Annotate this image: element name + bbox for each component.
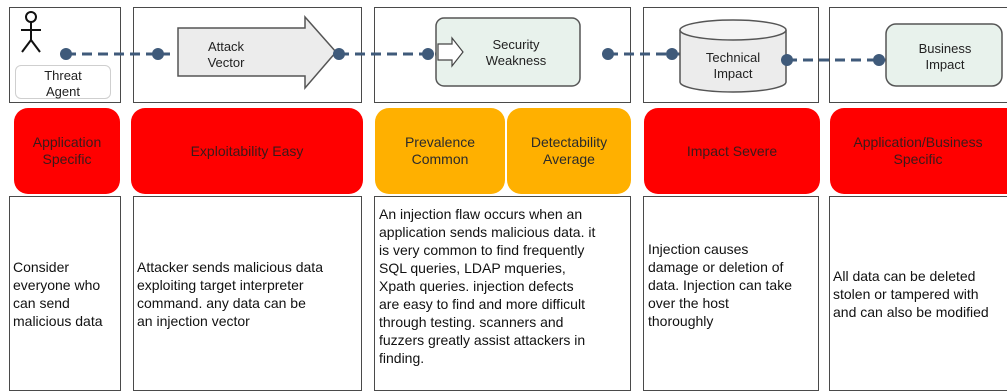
connector-dot — [873, 54, 885, 66]
arrow-shape-icon — [177, 15, 337, 91]
threat-agent-description-text: Consider everyone who can send malicious… — [13, 258, 103, 329]
threat-agent-description: Consider everyone who can send malicious… — [11, 197, 121, 390]
business-box-icon — [885, 23, 1003, 87]
technical-impact-description-text: Injection causes damage or deletion of d… — [648, 241, 792, 329]
rating-detectability-text: Detectability Average — [530, 134, 608, 167]
flow-graphic — [21, 11, 1003, 93]
rating-impact-text: Impact Severe — [686, 142, 778, 159]
rating-exploitability: Exploitability Easy — [131, 108, 363, 194]
threat-agent-label-box — [15, 65, 111, 99]
security-weakness-label: Security Weakness — [485, 37, 547, 68]
business-impact-description-text: All data can be deleted stolen or tamper… — [833, 267, 989, 320]
security-weakness-desc-box — [374, 196, 631, 391]
business-impact-desc-box — [829, 196, 1007, 391]
attack-vector-description-text: Attacker sends malicious data exploiting… — [137, 258, 323, 329]
rating-detectability: Detectability Average — [507, 108, 631, 194]
attack-vector-desc-box — [133, 196, 362, 391]
rating-prevalence: Prevalence Common — [375, 108, 505, 194]
technical-impact-desc-box — [643, 196, 819, 391]
weakness-box-icon — [435, 17, 581, 87]
rating-business-specific-text: Application/Business Specific — [853, 134, 983, 167]
rating-exploitability-text: Exploitability Easy — [190, 142, 304, 159]
connector-dot — [781, 54, 793, 66]
attack-vector-description: Attacker sends malicious data exploiting… — [135, 197, 362, 390]
connector-dot — [666, 48, 678, 60]
rating-application-specific: Application Specific — [14, 108, 120, 194]
connector-dot — [60, 48, 72, 60]
rating-impact: Impact Severe — [644, 108, 820, 194]
connector-dot — [333, 48, 345, 60]
technical-impact-description: Injection causes damage or deletion of d… — [646, 197, 819, 390]
business-impact-description: All data can be deleted stolen or tamper… — [831, 197, 1007, 390]
connector-dot — [152, 48, 164, 60]
cylinder-icon — [679, 19, 787, 93]
security-weakness-description: An injection flaw occurs when an applica… — [377, 197, 631, 390]
rating-prevalence-text: Prevalence Common — [404, 134, 476, 167]
rating-business-specific: Application/Business Specific — [830, 108, 1007, 194]
small-arrow-icon — [437, 36, 464, 68]
attack-vector-label: Attack Vector — [207, 39, 245, 70]
threat-agent-desc-box — [9, 196, 121, 391]
connector-dot — [602, 48, 614, 60]
business-impact-label: Business Impact — [918, 41, 972, 72]
technical-impact-label: Technical Impact — [705, 50, 761, 81]
security-weakness-description-text: An injection flaw occurs when an applica… — [379, 206, 596, 366]
connector-dot — [422, 48, 434, 60]
threat-agent-label: Threat Agent — [44, 68, 82, 99]
stick-figure-icon — [21, 11, 41, 53]
rating-application-specific-text: Application Specific — [32, 134, 102, 167]
